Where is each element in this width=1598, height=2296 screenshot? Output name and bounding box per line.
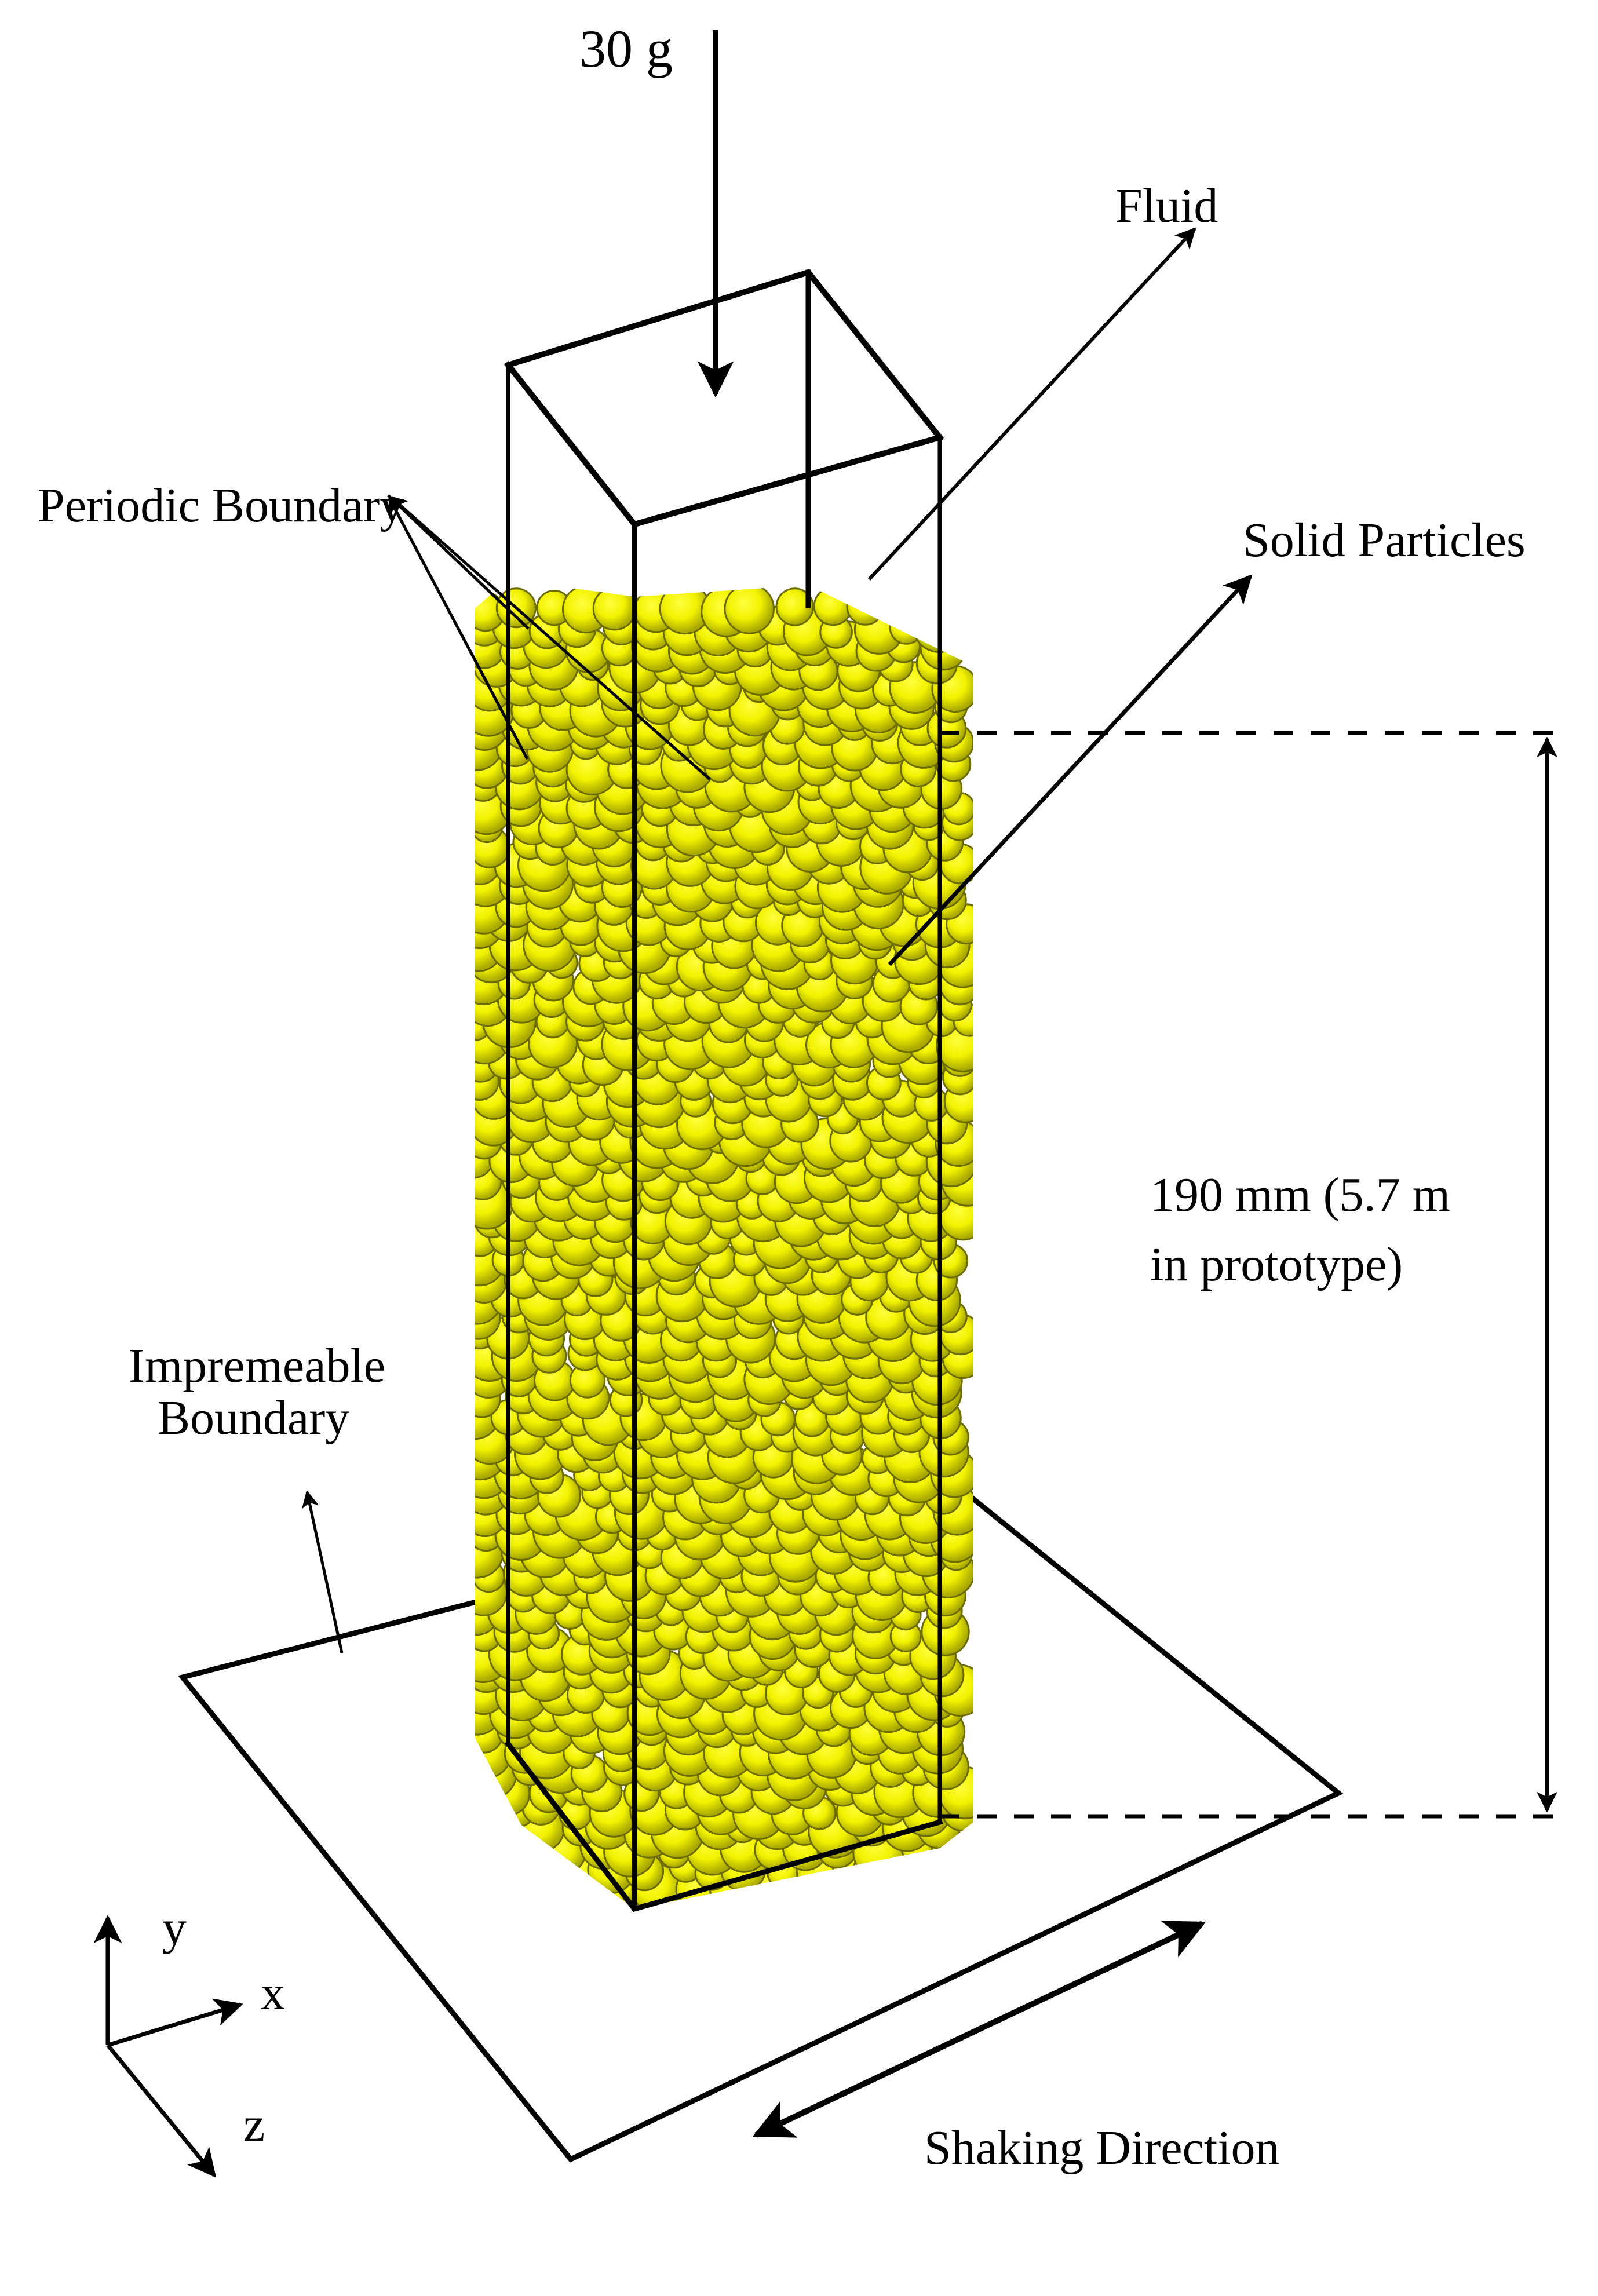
axis-x-arrow — [107, 1998, 243, 2047]
solid-particles-column — [475, 583, 973, 1909]
axis-y-label: y — [162, 1901, 187, 1955]
gravity-label: 30 g — [579, 19, 673, 78]
axes-triad — [93, 1915, 243, 2178]
height-label-line2: in prototype) — [1150, 1238, 1403, 1291]
axis-x-label: x — [261, 1966, 285, 2020]
fluid-label: Fluid — [1115, 179, 1218, 233]
periodic-boundary-label: Periodic Boundary — [38, 479, 404, 532]
solid-particles-label: Solid Particles — [1243, 513, 1526, 567]
axis-z-arrow — [106, 2043, 217, 2178]
impermeable-label-line1: Impremeable — [129, 1339, 385, 1393]
impermeable-label-line2: Boundary — [158, 1391, 349, 1445]
shaking-direction-label: Shaking Direction — [924, 2121, 1280, 2175]
axis-z-label: z — [243, 2098, 265, 2152]
periodic-boundary-arrow-left — [387, 494, 530, 630]
periodic-boundary-arrow-1 — [388, 497, 529, 760]
periodic-boundary-box — [504, 269, 944, 1912]
fluid-leader-arrow — [867, 227, 1196, 581]
solid-particles-leader-arrow — [888, 574, 1253, 966]
height-label-line1: 190 mm (5.7 m — [1150, 1168, 1450, 1222]
impermeable-leader-arrow — [302, 1490, 344, 1653]
periodic-boundary-arrow-2 — [389, 496, 711, 780]
shaking-direction-arrow — [752, 1921, 1206, 2138]
